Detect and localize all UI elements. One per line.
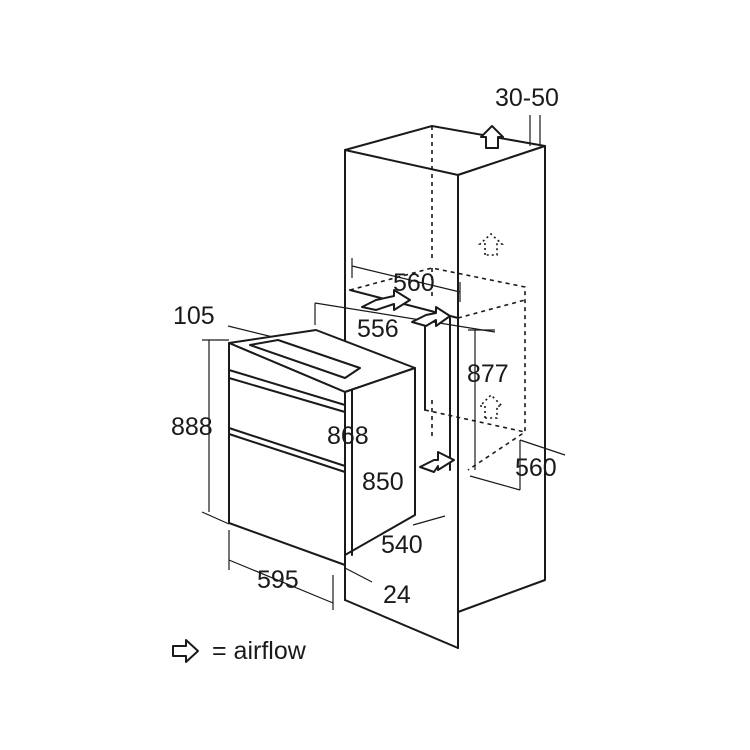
dim-top-gap: 30-50 [495,84,559,112]
oven-side-face [344,367,416,556]
dim-niche-inner-width: 556 [357,315,399,343]
airflow-up-icon [480,125,504,149]
dim-oven-offset: 105 [173,302,215,330]
oven-door-split [228,427,346,467]
oven-control-panel-line-2 [228,377,346,413]
dimension-labels: 30-50 560 556 877 560 105 888 868 850 54… [171,84,559,609]
oven-control-panel-line [228,369,346,406]
dim-oven-front-depth: 24 [383,581,411,609]
cabinet-bottom-edge [344,599,459,649]
legend: = airflow [172,637,307,665]
airflow-left-icon [361,289,411,311]
dim-oven-side-height: 850 [362,468,404,496]
airflow-bottom-icon [419,451,455,473]
niche-opening [349,267,526,477]
oven-door-split-2 [228,433,346,473]
dim-oven-depth: 540 [381,531,423,559]
niche-top-right [457,299,526,319]
airflow-hidden-up-icon-2 [478,393,504,419]
airflow-hidden-up-icon [477,232,505,256]
dim-oven-width: 595 [257,566,299,594]
dim-niche-depth: 560 [515,454,557,482]
airflow-right-icon [411,306,451,327]
airflow-arrow-icon [172,639,199,663]
oven-control-strip [249,339,361,379]
legend-text: = airflow [212,637,307,665]
oven [228,329,416,566]
airflow-arrows [361,125,505,473]
dim-niche-height: 877 [467,360,509,388]
dim-niche-width: 560 [393,269,435,297]
dim-oven-body-height: 868 [327,422,369,450]
dim-oven-height: 888 [171,413,213,441]
niche-back-box [349,267,526,471]
